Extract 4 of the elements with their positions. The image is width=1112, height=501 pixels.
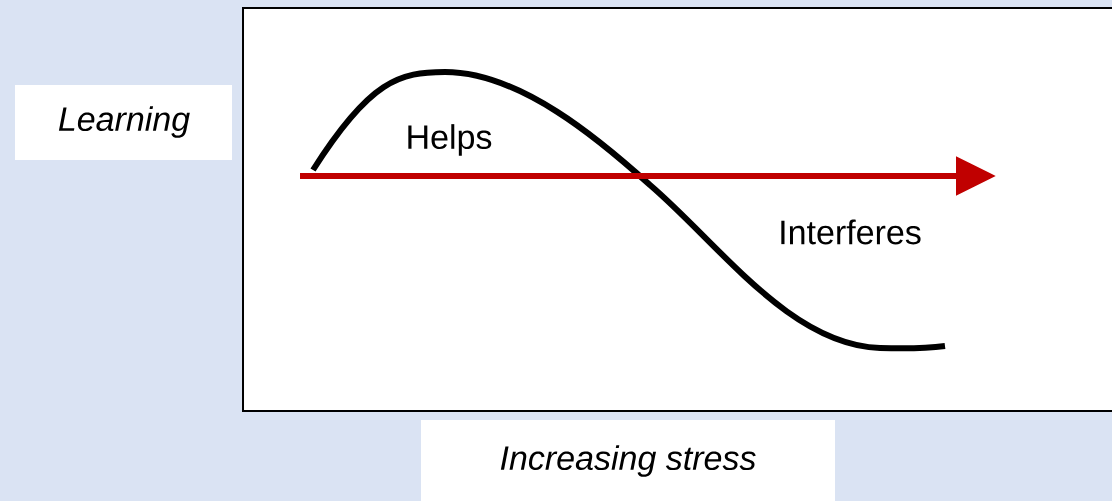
curve-label: Helps <box>408 124 492 156</box>
curve-label: Interferes <box>781 219 921 245</box>
axis-label: Increasing stress <box>421 420 835 501</box>
axis-label: Learning <box>15 85 232 160</box>
